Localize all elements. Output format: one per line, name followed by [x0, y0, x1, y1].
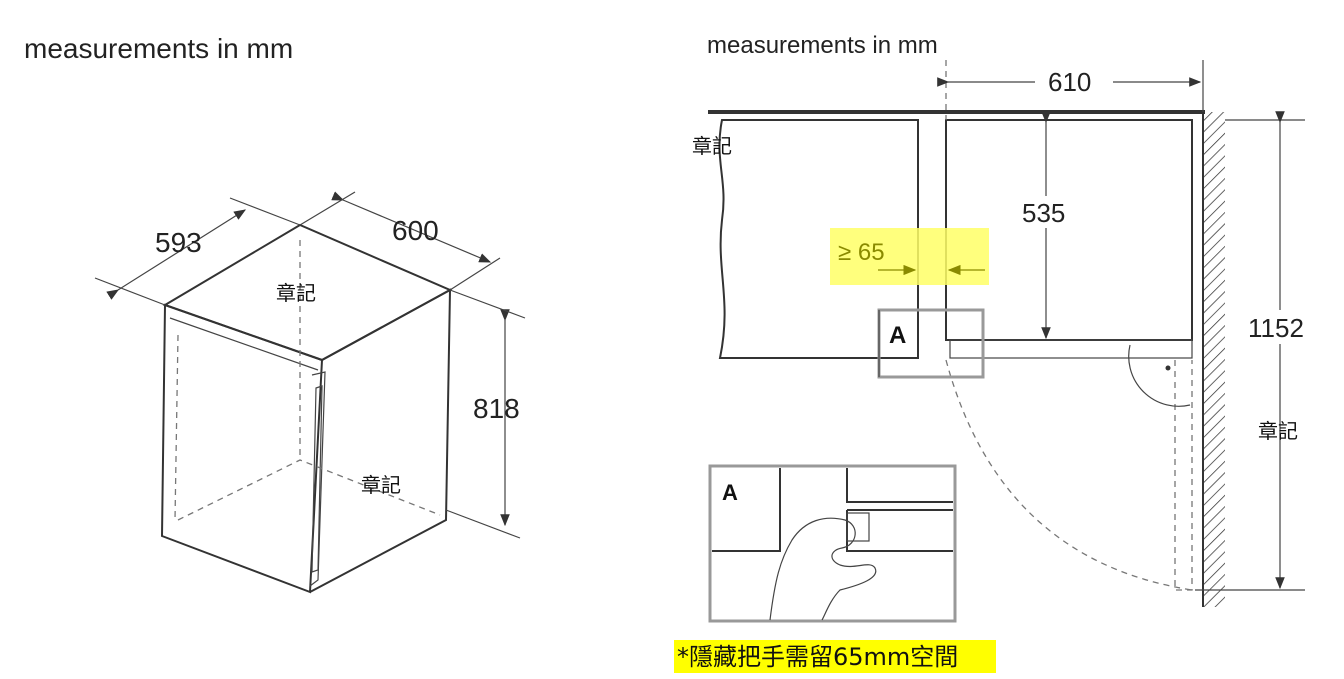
inset-marker: A	[722, 480, 738, 505]
isometric-view: measurements in mm 593 600 818 章記	[24, 33, 526, 594]
adjacent-cabinet	[718, 119, 919, 359]
dimension-600: 600	[299, 191, 501, 291]
total-height-label: 1152	[1248, 313, 1304, 343]
note-side: 章記	[361, 473, 401, 497]
width-label: 593	[155, 227, 202, 258]
note-cabinet: 章記	[692, 134, 732, 158]
dimension-818: 818	[445, 289, 526, 539]
left-heading: measurements in mm	[24, 33, 293, 64]
caption: *隱藏把手需留65mm空間	[674, 640, 996, 673]
appliance-door	[949, 339, 1193, 359]
depth-label: 600	[392, 215, 439, 246]
total-depth-label: 610	[1048, 67, 1091, 97]
note-top: 章記	[276, 281, 316, 305]
wall-hatch	[1203, 112, 1225, 607]
note-wall: 章記	[1258, 419, 1298, 443]
height-label: 818	[473, 393, 520, 424]
detail-marker: A	[889, 322, 906, 349]
detail-inset: A	[708, 464, 957, 623]
right-heading: measurements in mm	[707, 32, 938, 59]
gap-label: ≥ 65	[838, 239, 885, 266]
caption-text: *隱藏把手需留65mm空間	[677, 643, 958, 671]
gap-highlight: ≥ 65	[830, 228, 989, 285]
plan-view: measurements in mm 610 535 1152 章記 章記 ≥ …	[692, 32, 1320, 607]
dimension-593: 593	[94, 197, 301, 306]
inner-depth-label: 535	[1022, 198, 1065, 228]
